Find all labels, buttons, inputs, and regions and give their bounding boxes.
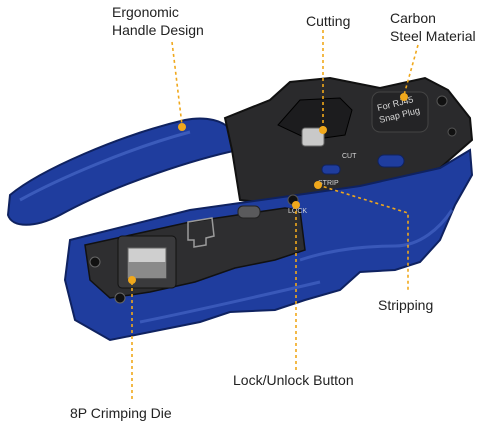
bolt [447, 127, 457, 137]
callout-cutting: Cutting [306, 13, 351, 29]
bolt [436, 95, 448, 107]
leader-dot [314, 181, 322, 189]
callout-ergonomic-handle: Ergonomic Handle Design [112, 3, 204, 39]
callout-carbon-steel: Carbon Steel Material [390, 9, 476, 45]
tool-marking-lock: LOCK [288, 208, 307, 215]
callout-carbon-line1: Carbon [390, 10, 436, 26]
callout-ergonomic-line2: Handle Design [112, 22, 204, 38]
callout-crimping-die: 8P Crimping Die [70, 405, 172, 421]
screw [114, 292, 126, 304]
tool-marking-cut: CUT [342, 153, 357, 160]
leader-dot [128, 276, 136, 284]
callout-lock-unlock: Lock/Unlock Button [233, 372, 354, 388]
screw [89, 256, 101, 268]
cutting-blade [301, 127, 325, 147]
tool-marking-strip: STRIP [318, 180, 339, 187]
leader-dot [319, 126, 327, 134]
leader-dot [292, 201, 300, 209]
lock-button [237, 205, 261, 219]
callout-carbon-line2: Steel Material [390, 28, 476, 44]
callout-ergonomic-line1: Ergonomic [112, 4, 179, 20]
callout-stripping: Stripping [378, 297, 434, 313]
leader-dot [400, 93, 408, 101]
leader-dot [178, 123, 186, 131]
